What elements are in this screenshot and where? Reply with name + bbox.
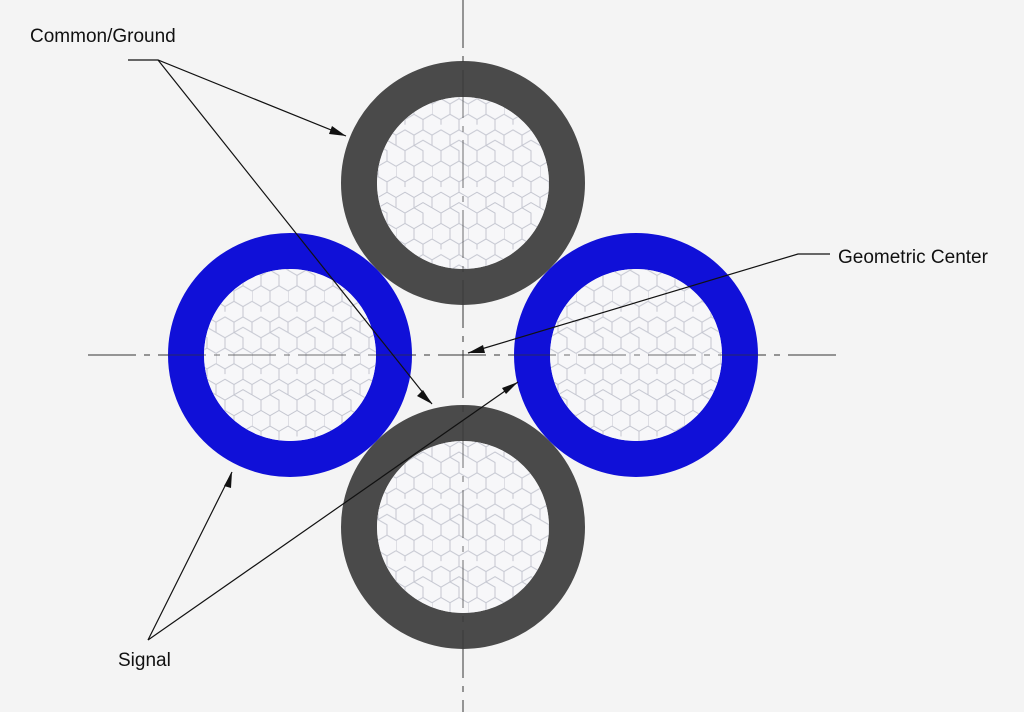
leader-signal-to-left bbox=[147, 471, 233, 641]
arrowhead-right bbox=[502, 382, 518, 394]
leader-signal-to-right bbox=[147, 381, 519, 641]
arrowhead-left bbox=[224, 472, 232, 488]
arrowhead-top bbox=[329, 126, 346, 136]
common-ground-label: Common/Ground bbox=[30, 26, 176, 47]
signal-label: Signal bbox=[118, 650, 171, 671]
arrowhead-center bbox=[468, 345, 485, 353]
arrowheads bbox=[224, 126, 518, 488]
geometric-center-label: Geometric Center bbox=[838, 247, 988, 268]
leader-common-to-top bbox=[128, 59, 347, 137]
leader-lines bbox=[128, 59, 830, 641]
leader-common-to-bottom bbox=[157, 59, 433, 405]
leader-geometric-center bbox=[467, 253, 830, 354]
arrowhead-bottom bbox=[417, 390, 432, 404]
